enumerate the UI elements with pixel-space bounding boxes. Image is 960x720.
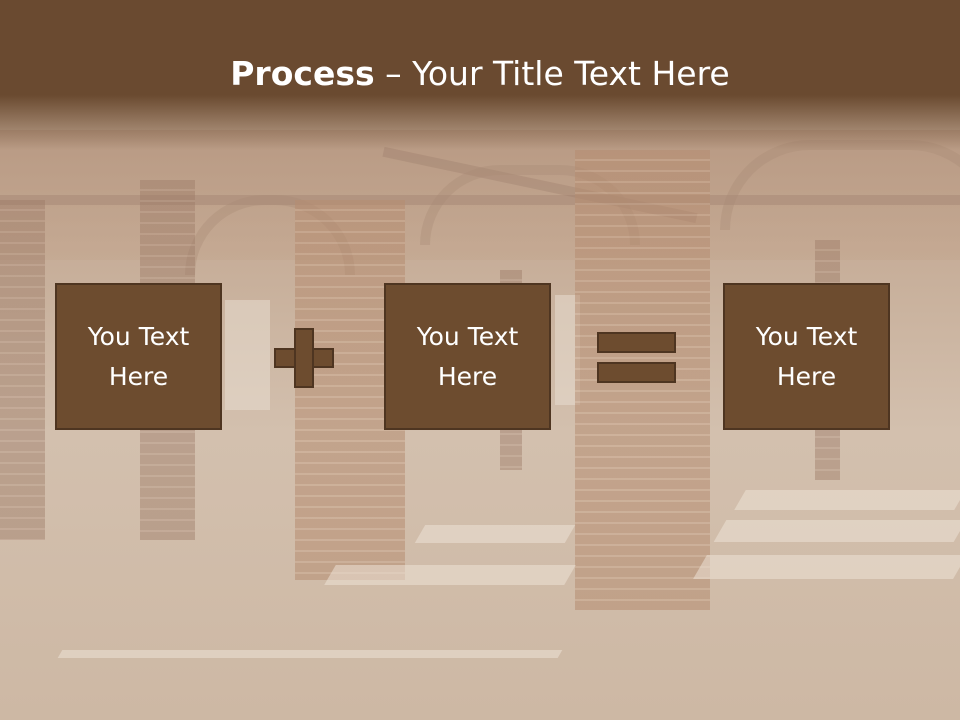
brick-pillar bbox=[0, 200, 45, 540]
plus-center bbox=[296, 350, 312, 366]
sunlight-patch bbox=[713, 520, 960, 542]
equals-icon bbox=[597, 332, 676, 384]
title-bold: Process bbox=[230, 54, 375, 93]
sunlight-patch bbox=[324, 565, 576, 585]
sunlight-patch bbox=[57, 650, 563, 658]
text-box-1[interactable]: You Text Here bbox=[55, 283, 222, 430]
sunlight-patch bbox=[693, 555, 960, 579]
plus-icon bbox=[274, 328, 334, 388]
equals-top-bar bbox=[597, 332, 676, 353]
title-bar bbox=[0, 0, 960, 150]
sunlight-patch bbox=[414, 525, 576, 543]
text-box-3[interactable]: You Text Here bbox=[723, 283, 890, 430]
sunlight-patch bbox=[734, 490, 960, 510]
slide-title: Process – Your Title Text Here bbox=[0, 52, 960, 96]
title-rest: – Your Title Text Here bbox=[374, 54, 730, 93]
text-box-2[interactable]: You Text Here bbox=[384, 283, 551, 430]
window bbox=[225, 300, 270, 410]
equals-bottom-bar bbox=[597, 362, 676, 383]
